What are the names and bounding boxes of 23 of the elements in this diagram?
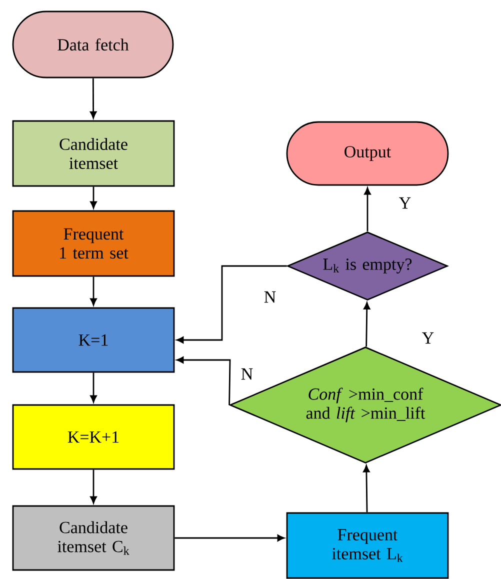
edge-label: N [264, 291, 276, 303]
arrow [90, 78, 97, 119]
process-box: Candidate itemset [12, 120, 175, 187]
process-box: Candidate itemset C$_{k}$ [12, 505, 175, 571]
edge-label: N [241, 368, 253, 380]
terminal-box: Data fetch [12, 10, 174, 78]
arrow [90, 186, 97, 209]
arrow [363, 465, 370, 512]
arrow [90, 470, 97, 504]
arrow [176, 265, 287, 344]
process-box: Frequent itemset L$_{k}$ [286, 512, 449, 579]
arrow [176, 356, 231, 406]
arrow [174, 534, 285, 542]
edge-label: Y [422, 332, 434, 344]
edge-label: Y [399, 197, 411, 209]
arrow [90, 372, 97, 403]
process-box: K=K+1 [12, 404, 175, 470]
process-box: K=1 [12, 307, 175, 373]
terminal-box: Output [286, 121, 449, 186]
arrow [90, 276, 97, 306]
arrow [364, 187, 371, 232]
process-box: Frequent 1 term set [12, 210, 175, 277]
arrow [364, 302, 370, 347]
